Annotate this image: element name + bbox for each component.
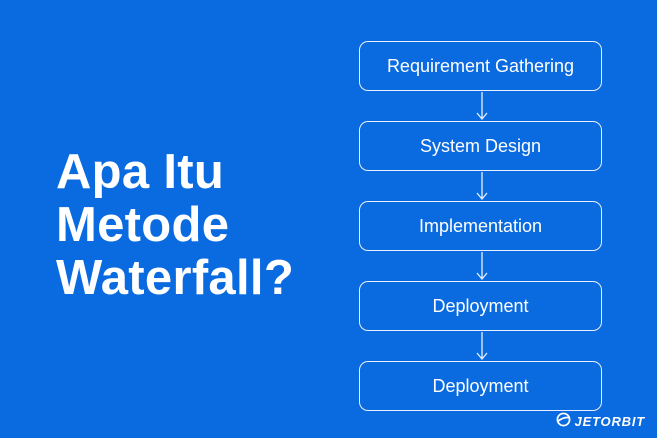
step-deployment-1: Deployment <box>359 281 602 331</box>
brand-name: JETORBIT <box>574 413 645 429</box>
arrow-down-icon <box>476 252 488 281</box>
step-implementation: Implementation <box>359 201 602 251</box>
title-line-3: Waterfall? <box>56 251 295 305</box>
arrow-down-icon <box>476 332 488 361</box>
step-requirement-gathering: Requirement Gathering <box>359 41 602 91</box>
step-deployment-2: Deployment <box>359 361 602 411</box>
orbit-logo-icon <box>556 412 571 430</box>
arrow-down-icon <box>476 92 488 121</box>
brand-logo: JETORBIT <box>556 412 645 430</box>
step-system-design: System Design <box>359 121 602 171</box>
title-line-2: Metode <box>56 198 230 252</box>
page-title: Apa Itu Metode Waterfall? <box>56 146 294 305</box>
title-line-1: Apa Itu <box>56 145 225 199</box>
arrow-down-icon <box>476 172 488 201</box>
